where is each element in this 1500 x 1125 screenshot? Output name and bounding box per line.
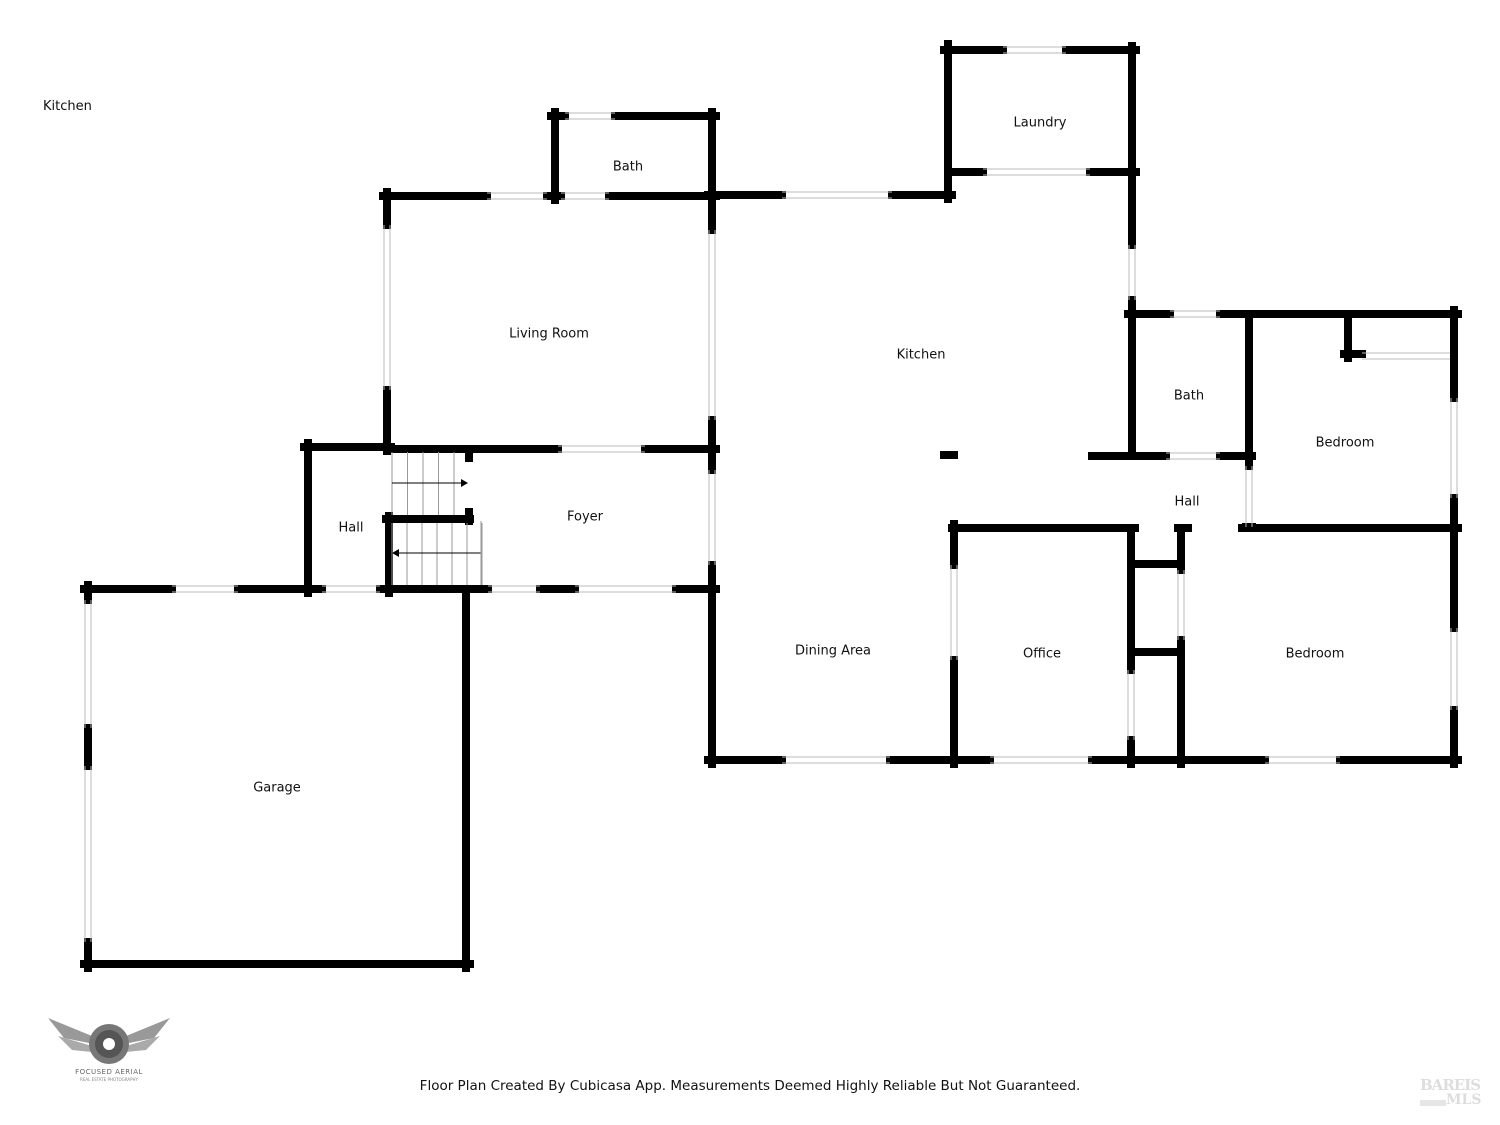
window	[558, 445, 645, 453]
window	[1041, 756, 1092, 764]
arrow-head-icon	[392, 549, 399, 557]
window	[654, 585, 676, 593]
room-label-bath-right: Bath	[1173, 388, 1205, 404]
window	[1245, 466, 1253, 527]
room-label-foyer: Foyer	[566, 509, 604, 525]
room-label-hall-right: Hall	[1174, 494, 1200, 510]
window	[708, 470, 716, 565]
window	[1003, 46, 1066, 54]
window	[866, 191, 892, 199]
room-label-dining-area: Dining Area	[794, 643, 872, 659]
window	[84, 600, 92, 728]
window	[575, 585, 598, 593]
window	[561, 192, 609, 200]
window	[487, 192, 547, 200]
room-label-hall-left: Hall	[338, 520, 364, 536]
window	[1170, 310, 1220, 318]
window	[782, 191, 806, 199]
bareis-mls-watermark: BAREIS MLS	[1416, 1076, 1494, 1116]
room-label-garage: Garage	[253, 780, 301, 796]
pillar	[940, 451, 958, 459]
window	[1128, 245, 1136, 300]
arrow-head-icon	[461, 479, 468, 487]
window	[1450, 628, 1458, 710]
window	[1127, 670, 1135, 740]
room-label-kitchen: Kitchen	[896, 347, 946, 363]
window	[782, 756, 836, 764]
window	[983, 168, 1090, 176]
room-label-bath-top: Bath	[612, 159, 644, 175]
window	[1177, 570, 1185, 640]
room-label-bedroom-upper: Bedroom	[1315, 435, 1375, 451]
room-label-bedroom-lower: Bedroom	[1285, 646, 1345, 662]
winged-camera-aperture-icon	[48, 1018, 170, 1064]
window	[488, 585, 540, 593]
focused-aerial-logo: FOCUSED AERIAL REAL ESTATE PHOTOGRAPHY	[44, 1014, 174, 1084]
room-label-laundry: Laundry	[1013, 115, 1067, 131]
window	[1265, 756, 1340, 764]
corner-label: Kitchen	[43, 99, 92, 114]
window	[84, 766, 92, 942]
watermark-line1: BAREIS	[1420, 1076, 1481, 1094]
logo-name: FOCUSED AERIAL	[75, 1068, 143, 1076]
window	[322, 585, 380, 593]
room-label-office: Office	[1023, 646, 1061, 662]
window	[1166, 452, 1220, 460]
window	[172, 585, 238, 593]
window	[990, 756, 1041, 764]
room-label-living-room: Living Room	[509, 326, 589, 342]
window	[806, 191, 866, 199]
watermark-line2: MLS	[1446, 1092, 1482, 1108]
footer-disclaimer: Floor Plan Created By Cubicasa App. Meas…	[419, 1078, 1081, 1094]
logo-tagline: REAL ESTATE PHOTOGRAPHY	[80, 1077, 138, 1082]
window	[1450, 398, 1458, 498]
window	[565, 112, 615, 120]
window	[950, 565, 958, 660]
window	[708, 230, 716, 420]
window	[598, 585, 654, 593]
window	[383, 225, 391, 390]
window	[1362, 352, 1450, 360]
window	[836, 756, 890, 764]
watermark-bar	[1420, 1100, 1446, 1106]
